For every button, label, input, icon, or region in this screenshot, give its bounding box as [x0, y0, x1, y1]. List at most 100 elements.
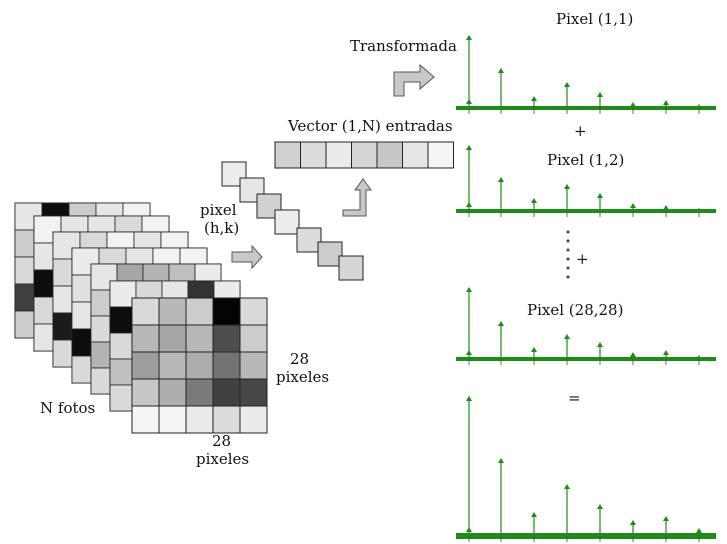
spectrum-arrowhead: [466, 287, 472, 292]
pixel-cell: [158, 351, 187, 380]
spectrum-title-1: Pixel (1,1): [556, 10, 633, 28]
spectrum-arrowhead: [564, 334, 570, 339]
spectrum-title-3: Pixel (28,28): [527, 301, 623, 319]
plus-sign-1: +: [574, 122, 587, 140]
pixel-square: [296, 227, 322, 253]
spectrum-arrowhead: [466, 35, 472, 40]
pixel-cell: [131, 378, 160, 407]
spectrum-arrowhead: [531, 198, 537, 203]
pixel-cell: [239, 378, 268, 407]
arrow-transform-icon: [393, 63, 435, 97]
photo-stack: [14, 202, 268, 434]
spectrum-arrowhead: [597, 504, 603, 509]
pixel-square: [221, 161, 247, 187]
n-photos-label: N fotos: [40, 399, 95, 417]
spectrum-arrowhead: [696, 208, 702, 213]
front-photo: [131, 297, 268, 434]
pixel-cell: [131, 324, 160, 353]
pixel-cell: [185, 405, 214, 434]
spectrum-arrowhead: [564, 82, 570, 87]
pixel-cell: [212, 405, 241, 434]
pixel-cell: [239, 324, 268, 353]
spectrum-arrowhead: [597, 193, 603, 198]
spectrum-arrowhead: [564, 484, 570, 489]
pixel-cell: [239, 297, 268, 326]
spectrum-arrowhead: [498, 458, 504, 463]
spectrum-arrowhead: [498, 177, 504, 182]
spectrum-arrowhead: [531, 512, 537, 517]
pixel-chain: [221, 161, 364, 281]
pixel-cell: [185, 297, 214, 326]
plus-sign-2: +: [576, 250, 589, 268]
pixel-cell: [185, 351, 214, 380]
spectrum-arrowhead: [466, 396, 472, 401]
vector-cell: [427, 141, 454, 169]
spectrum-arrowhead: [630, 102, 636, 107]
pixel-cell: [158, 324, 187, 353]
vector-label: Vector (1,N) entradas: [287, 117, 453, 135]
pixel-cell: [212, 324, 241, 353]
transform-label: Transformada: [350, 37, 457, 55]
pixel-cell: [185, 324, 214, 353]
pixel-cell: [158, 405, 187, 434]
size-bottom-unit: pixeles: [196, 450, 249, 468]
size-right-unit: pixeles: [276, 368, 329, 386]
vector-cell: [325, 141, 352, 169]
vector-cell: [351, 141, 378, 169]
equals-sign: =: [568, 389, 581, 407]
spectrum-title-2: Pixel (1,2): [547, 151, 624, 169]
arrow-up-right-icon: [342, 178, 372, 217]
pixel-cell: [131, 297, 160, 326]
spectrum-arrowhead: [564, 184, 570, 189]
pixel-cell: [212, 378, 241, 407]
spectrum-arrowhead: [498, 68, 504, 73]
spectrum-plot: [456, 35, 716, 114]
size-right-num: 28: [290, 350, 309, 368]
vector-cell: [402, 141, 429, 169]
arrow-right-icon: [231, 244, 263, 270]
ellipsis-dots: [566, 230, 570, 279]
vector-cell: [274, 141, 301, 169]
spectrum-arrowhead: [466, 145, 472, 150]
vector-cell: [300, 141, 327, 169]
pixel-hk-label: pixel: [200, 201, 237, 219]
spectrum-arrowhead: [696, 104, 702, 109]
pixel-cell: [131, 351, 160, 380]
spectrum-arrowhead: [597, 92, 603, 97]
pixel-cell: [158, 378, 187, 407]
pixel-cell: [212, 297, 241, 326]
pixel-hk-coords: (h,k): [204, 219, 239, 237]
size-bottom-num: 28: [212, 432, 231, 450]
spectrum-arrowhead: [630, 203, 636, 208]
pixel-cell: [158, 297, 187, 326]
spectrum-arrowhead: [597, 342, 603, 347]
pixel-cell: [212, 351, 241, 380]
spectrum-plot: [456, 396, 716, 542]
pixel-square: [338, 255, 364, 281]
pixel-cell: [131, 405, 160, 434]
spectrum-arrowhead: [696, 528, 702, 533]
spectrum-arrowhead: [663, 205, 669, 210]
spectrum-plot: [456, 287, 716, 365]
spectrum-arrowhead: [630, 520, 636, 525]
vector-cell: [376, 141, 403, 169]
pixel-cell: [239, 351, 268, 380]
spectra-group: [456, 35, 716, 542]
spectrum-arrowhead: [466, 202, 472, 207]
spectrum-arrowhead: [531, 347, 537, 352]
spectrum-arrowhead: [531, 96, 537, 101]
spectrum-arrowhead: [663, 516, 669, 521]
spectrum-plot: [456, 145, 716, 217]
spectrum-arrowhead: [466, 99, 472, 104]
spectrum-arrowhead: [466, 527, 472, 532]
input-vector: [274, 141, 454, 169]
spectrum-arrowhead: [630, 352, 636, 357]
flow-arrows: [231, 63, 435, 270]
pixel-square: [274, 209, 300, 235]
spectrum-arrowhead: [663, 100, 669, 105]
pixel-cell: [239, 405, 268, 434]
spectrum-arrowhead: [466, 350, 472, 355]
pixel-cell: [185, 378, 214, 407]
pixel-square: [317, 241, 343, 267]
